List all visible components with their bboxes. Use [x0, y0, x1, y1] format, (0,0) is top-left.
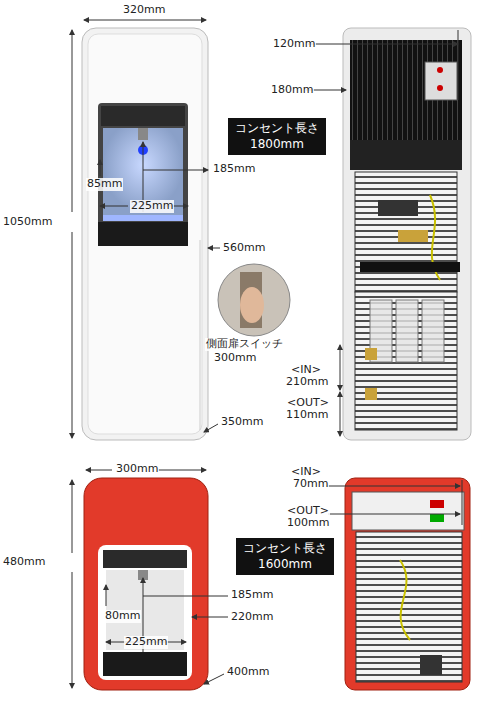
dimension-label: 225mm [130, 200, 174, 213]
dimension-label: 1050mm [2, 216, 53, 229]
dimension-label: 300mm [213, 352, 257, 365]
dimension-label: 110mm [285, 409, 329, 422]
switch-photo [218, 264, 290, 336]
dimension-label: 225mm [124, 636, 168, 649]
dimension-label: <OUT> [286, 397, 330, 410]
dimension-label: <IN> [290, 466, 322, 479]
cord-length-box: コンセント長さ1800mm [228, 118, 326, 155]
dimension-label: 100mm [286, 517, 330, 530]
back-unit [343, 28, 471, 440]
cord-length-text: コンセント長さ [234, 121, 320, 137]
dimension-label: 350mm [220, 416, 264, 429]
dimension-label: 185mm [212, 163, 256, 176]
dimension-label: 210mm [285, 376, 329, 389]
dimension-label: 300mm [115, 463, 159, 476]
dimension-label: 85mm [86, 178, 123, 191]
dimension-label: 80mm [104, 610, 141, 623]
cord-length-text: コンセント長さ [242, 541, 328, 557]
dimension-label: 220mm [230, 611, 274, 624]
dimension-label: 560mm [222, 242, 266, 255]
front-unit [82, 28, 208, 440]
dimension-label: 側面扉スイッチ [205, 338, 284, 351]
dimension-label: 480mm [2, 556, 46, 569]
dimension-label: <OUT> [286, 505, 330, 518]
cord-length-text: 1800mm [234, 137, 320, 153]
dimension-label: 400mm [226, 666, 270, 679]
dimension-label: 180mm [270, 84, 314, 97]
cord-length-text: 1600mm [242, 557, 328, 573]
dimension-label: <IN> [290, 364, 322, 377]
red-back-unit [345, 478, 470, 690]
dimension-label: 185mm [230, 589, 274, 602]
red-front-unit [84, 478, 208, 690]
cord-length-box: コンセント長さ1600mm [236, 538, 334, 575]
dimension-label: 120mm [272, 38, 316, 51]
switch-photo [240, 287, 264, 323]
dimension-line [72, 20, 462, 688]
dimension-label: 70mm [292, 478, 329, 491]
dimension-label: 320mm [122, 4, 166, 17]
